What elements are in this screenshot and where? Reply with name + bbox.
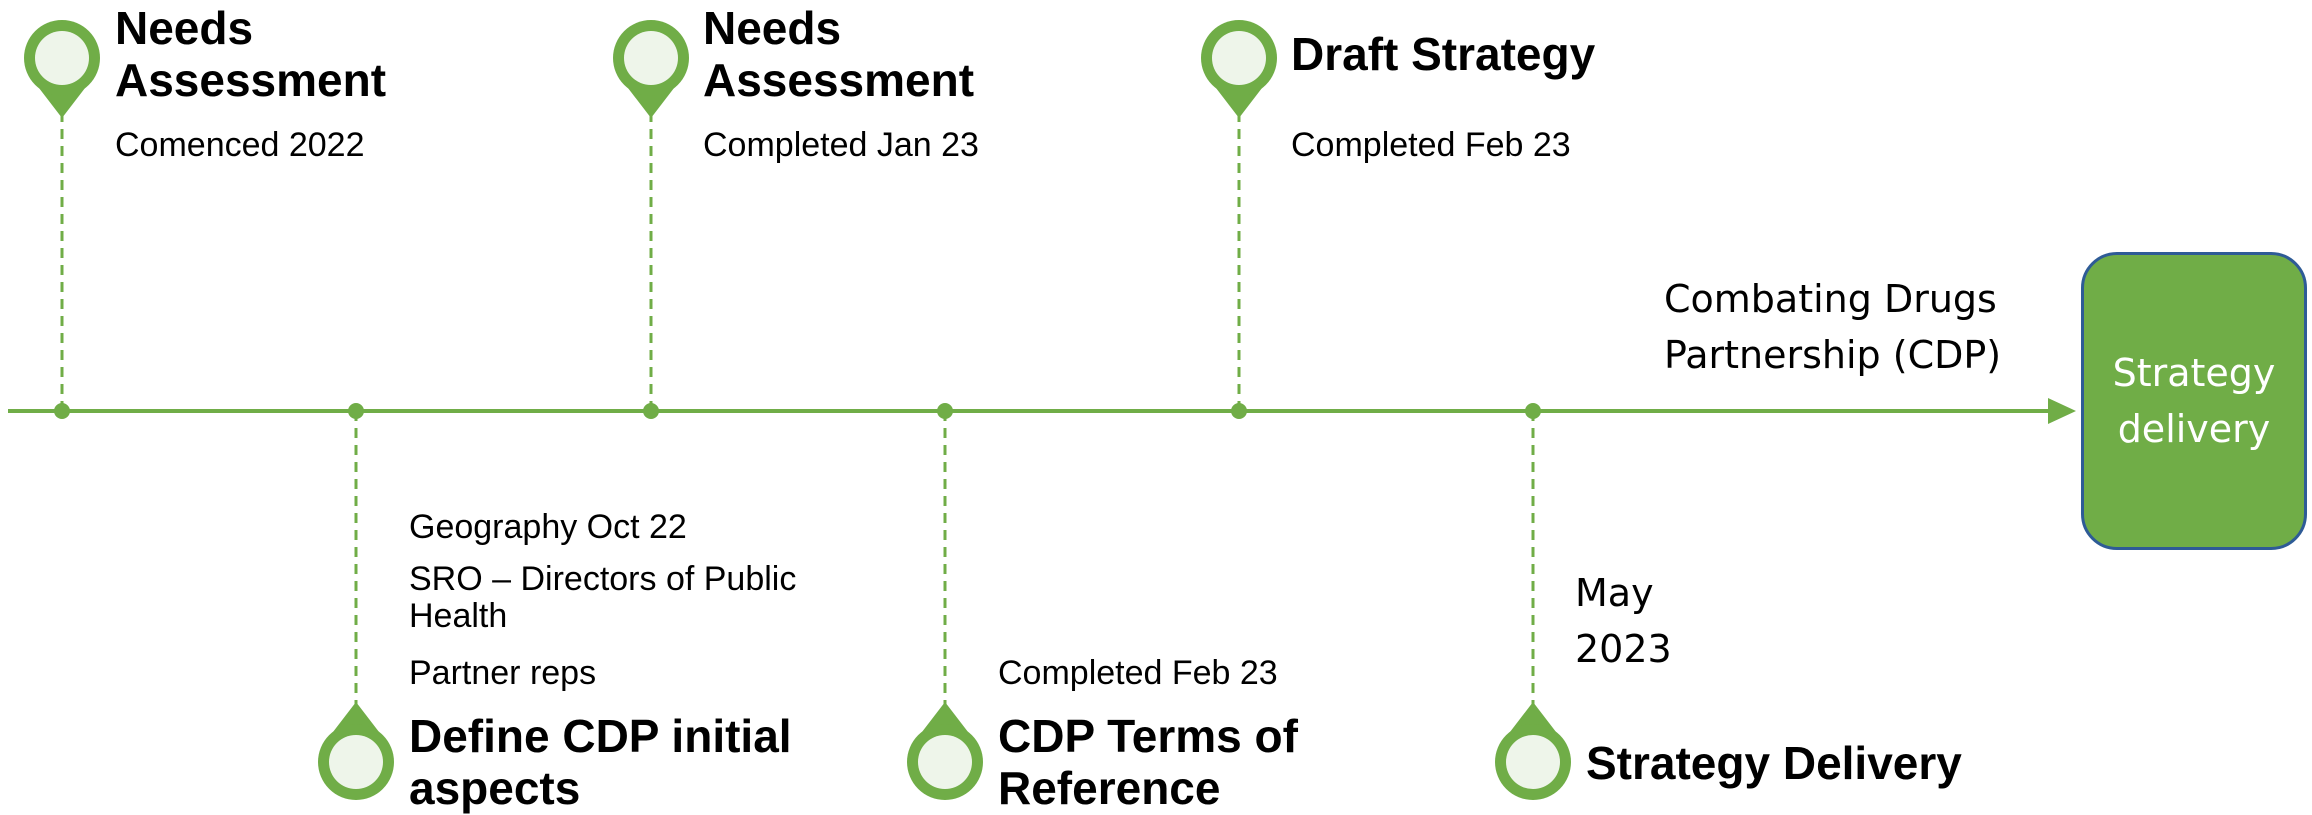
milestone-detail: Completed Feb 23 xyxy=(998,654,1278,692)
milestone-title: CDP Terms of Reference xyxy=(998,710,1298,814)
milestone-title: Needs Assessment xyxy=(703,2,975,106)
milestone-title: Define CDP initial aspects xyxy=(409,710,792,814)
axis-dot xyxy=(54,403,70,419)
axis-dot xyxy=(643,403,659,419)
map-pin-icon xyxy=(24,20,100,118)
map-pin-icon xyxy=(318,702,394,800)
axis-dot xyxy=(348,403,364,419)
map-pin-icon xyxy=(907,702,983,800)
milestone-title: Draft Strategy xyxy=(1291,28,1596,80)
milestone-detail: SRO – Directors of Public Health xyxy=(409,560,797,635)
map-pin-icon xyxy=(1201,20,1277,118)
milestone-detail: Partner reps xyxy=(409,654,597,692)
arrow-right-icon xyxy=(2048,398,2076,424)
milestone-subtitle: Comenced 2022 xyxy=(115,126,365,164)
milestone-subtitle: Completed Feb 23 xyxy=(1291,126,1571,164)
milestone-title: Strategy Delivery xyxy=(1586,737,1962,789)
map-pin-icon xyxy=(613,20,689,118)
strategy-delivery-box: Strategy delivery xyxy=(2081,252,2307,550)
milestone-subtitle: Completed Jan 23 xyxy=(703,126,979,164)
axis-dot xyxy=(1231,403,1247,419)
milestone-detail: May 2023 xyxy=(1575,571,1672,671)
map-pin-icon xyxy=(1495,702,1571,800)
axis-dot xyxy=(1525,403,1541,419)
milestone-title: Needs Assessment xyxy=(115,2,387,106)
timeline-label: Combating Drugs Partnership (CDP) xyxy=(1664,277,2002,377)
axis-dot xyxy=(937,403,953,419)
milestone-detail: Geography Oct 22 xyxy=(409,508,687,546)
